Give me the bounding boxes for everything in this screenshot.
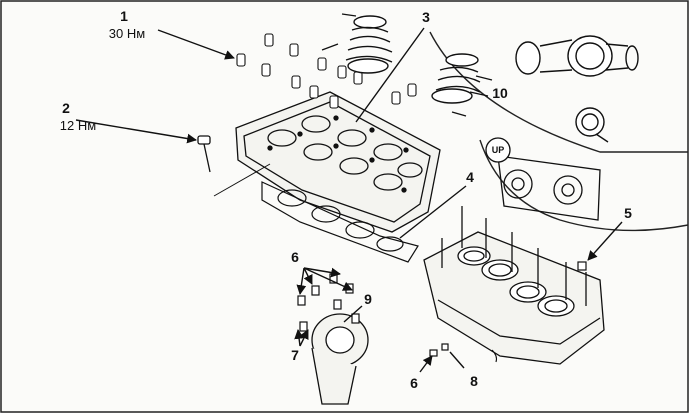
callout-1: 1 30 Нм xyxy=(109,8,145,41)
leader-4 xyxy=(399,185,467,239)
detail-arc-intake xyxy=(429,31,688,153)
leader-9 xyxy=(343,305,363,323)
cylinder-head xyxy=(235,91,441,233)
leader-arrows xyxy=(75,27,623,373)
arrow-6a-4 xyxy=(303,267,313,285)
gasket-up-mark: UP xyxy=(492,145,505,155)
gasket-detail xyxy=(485,137,601,221)
arrow-6a-1 xyxy=(303,267,341,278)
insulator-clamp-detail xyxy=(515,35,639,143)
callout-6a-number: 6 xyxy=(291,249,299,265)
oil-orifice-parts xyxy=(429,343,449,357)
cam-chain-tensioner xyxy=(311,313,369,405)
arrow-6a-2 xyxy=(303,267,353,291)
callout-2: 2 12 Нм xyxy=(60,100,96,133)
callout-1-torque: 30 Нм xyxy=(109,26,145,41)
leader-3 xyxy=(355,27,425,123)
dowel-pin xyxy=(577,261,587,271)
cam-holder-bolts xyxy=(236,33,417,109)
callout-10-number: 10 xyxy=(492,85,508,101)
callout-4-number: 4 xyxy=(466,169,474,185)
callout-2-number: 2 xyxy=(62,100,70,116)
detail-arc-gasket xyxy=(479,139,689,232)
intake-insulator-right xyxy=(431,53,481,104)
callout-7-number: 7 xyxy=(291,347,299,363)
arrow-5 xyxy=(587,221,623,261)
arrow-6a-3 xyxy=(296,267,307,295)
leader-10 xyxy=(469,91,489,97)
arrow-6b xyxy=(419,355,433,373)
leader-8 xyxy=(449,351,465,369)
callout-3-number: 3 xyxy=(422,9,430,25)
callout-9-number: 9 xyxy=(364,291,372,307)
callout-5-number: 5 xyxy=(624,205,632,221)
intake-insulator-left xyxy=(345,15,393,74)
insulator-bolts xyxy=(321,13,493,117)
arrow-1 xyxy=(157,29,235,60)
callout-8-number: 8 xyxy=(470,373,478,389)
cylinder-studs xyxy=(441,206,587,306)
callout-1-number: 1 xyxy=(120,8,128,24)
cylinder-head-bolt xyxy=(197,135,211,173)
callout-2-torque: 12 Нм xyxy=(60,118,96,133)
arrow-7-1 xyxy=(299,329,309,347)
callout-6b-number: 6 xyxy=(410,375,418,391)
bolt-leader-line xyxy=(213,163,271,197)
cylinder-head-gasket xyxy=(261,181,419,263)
sprocket-bolts xyxy=(297,273,360,332)
cylinder-block xyxy=(423,231,605,365)
arrow-2 xyxy=(75,119,197,144)
arrow-7-2 xyxy=(294,329,304,347)
